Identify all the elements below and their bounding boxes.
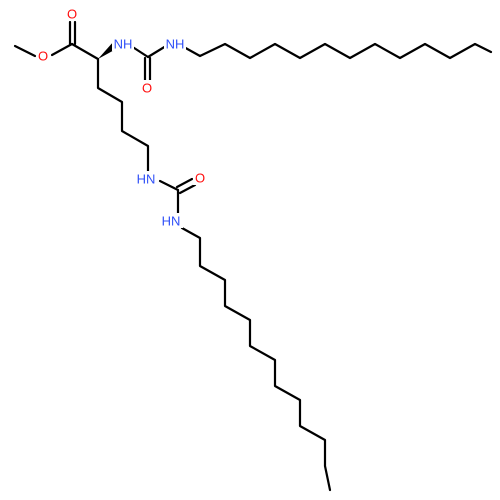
alpha-nh-label: NH	[114, 37, 133, 52]
chain-dodecyl-bottom	[180, 226, 332, 492]
ester-carbonyl-oxygen-label: O	[67, 7, 77, 22]
bond-methyl-ester-o	[13, 44, 37, 58]
label-layer: O O NH O NH HN O HN	[37, 6, 207, 229]
bond-ester-o-carbonyl	[50, 42, 74, 57]
bond-eps-urea-o-double-2	[178, 183, 197, 195]
ester-oxygen-label: O	[38, 49, 48, 64]
bond-eps-nh-urea-carbon	[158, 179, 180, 192]
bond-layer	[13, 20, 493, 492]
chain-dodecyl-top	[180, 42, 493, 60]
epsilon-hn-label: HN	[137, 172, 156, 187]
epsilon-urea-oxygen-label: O	[195, 171, 205, 186]
epsilon-urea-hn-label: HN	[162, 214, 181, 229]
bond-urea-carbon-nh	[146, 44, 168, 59]
bond-eps-urea-o-double-1	[175, 177, 194, 189]
chain-lysine-side	[96, 57, 150, 173]
alpha-urea-oxygen-label: O	[142, 81, 152, 96]
alpha-urea-nh-label: NH	[166, 37, 185, 52]
bond-carbonyl-alpha	[70, 42, 100, 61]
